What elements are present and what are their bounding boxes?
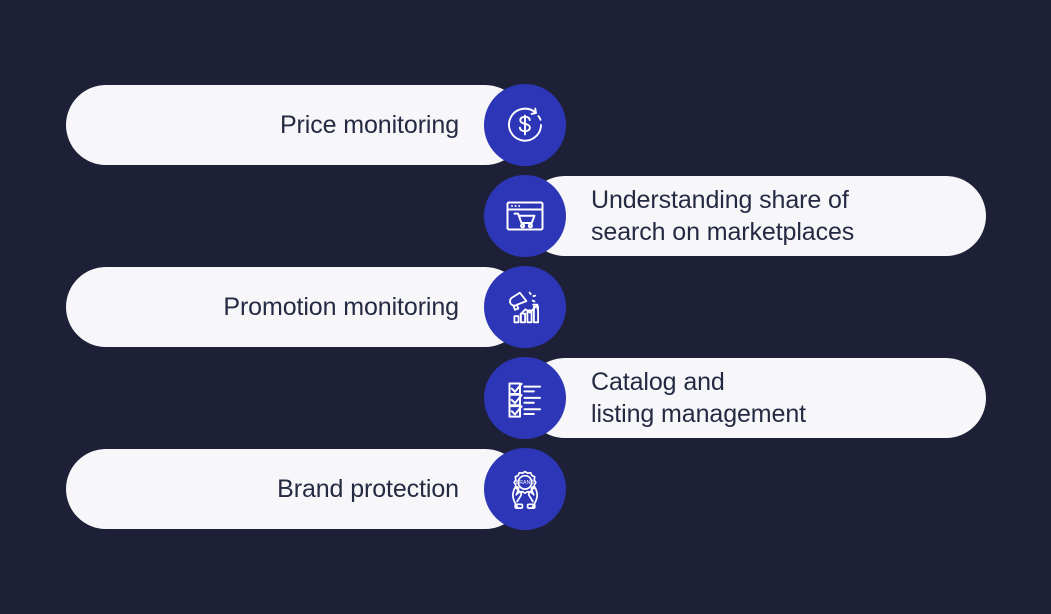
feature-pill: Brand protection — [66, 449, 525, 529]
feature-badge — [484, 357, 566, 439]
feature-row-price-monitoring[interactable]: Price monitoring — [66, 84, 566, 166]
feature-pill: Understanding share of search on marketp… — [525, 176, 986, 256]
feature-row-promotion-monitoring[interactable]: Promotion monitoring — [66, 266, 566, 348]
svg-text:BRAND: BRAND — [516, 480, 535, 486]
hands-brand-badge-icon: BRAND — [502, 466, 548, 512]
feature-row-catalog-listing-management[interactable]: Catalog and listing management — [484, 357, 986, 439]
feature-pill: Promotion monitoring — [66, 267, 525, 347]
feature-row-share-of-search[interactable]: Understanding share of search on marketp… — [484, 175, 986, 257]
megaphone-growth-chart-icon — [502, 284, 548, 330]
feature-badge — [484, 175, 566, 257]
feature-label: Promotion monitoring — [223, 293, 459, 321]
browser-shopping-cart-icon — [502, 193, 548, 239]
feature-pill: Catalog and listing management — [525, 358, 986, 438]
feature-label: Catalog and listing management — [591, 368, 806, 428]
feature-label: Understanding share of search on marketp… — [591, 186, 855, 246]
feature-label: Price monitoring — [279, 111, 459, 139]
feature-badge: BRAND — [484, 448, 566, 530]
feature-badge — [484, 84, 566, 166]
dollar-circle-arrow-icon — [502, 102, 548, 148]
feature-pill: Price monitoring — [66, 85, 525, 165]
checklist-icon — [502, 375, 548, 421]
feature-badge — [484, 266, 566, 348]
feature-row-brand-protection[interactable]: Brand protection BRAND — [66, 448, 566, 530]
feature-label: Brand protection — [277, 475, 459, 503]
